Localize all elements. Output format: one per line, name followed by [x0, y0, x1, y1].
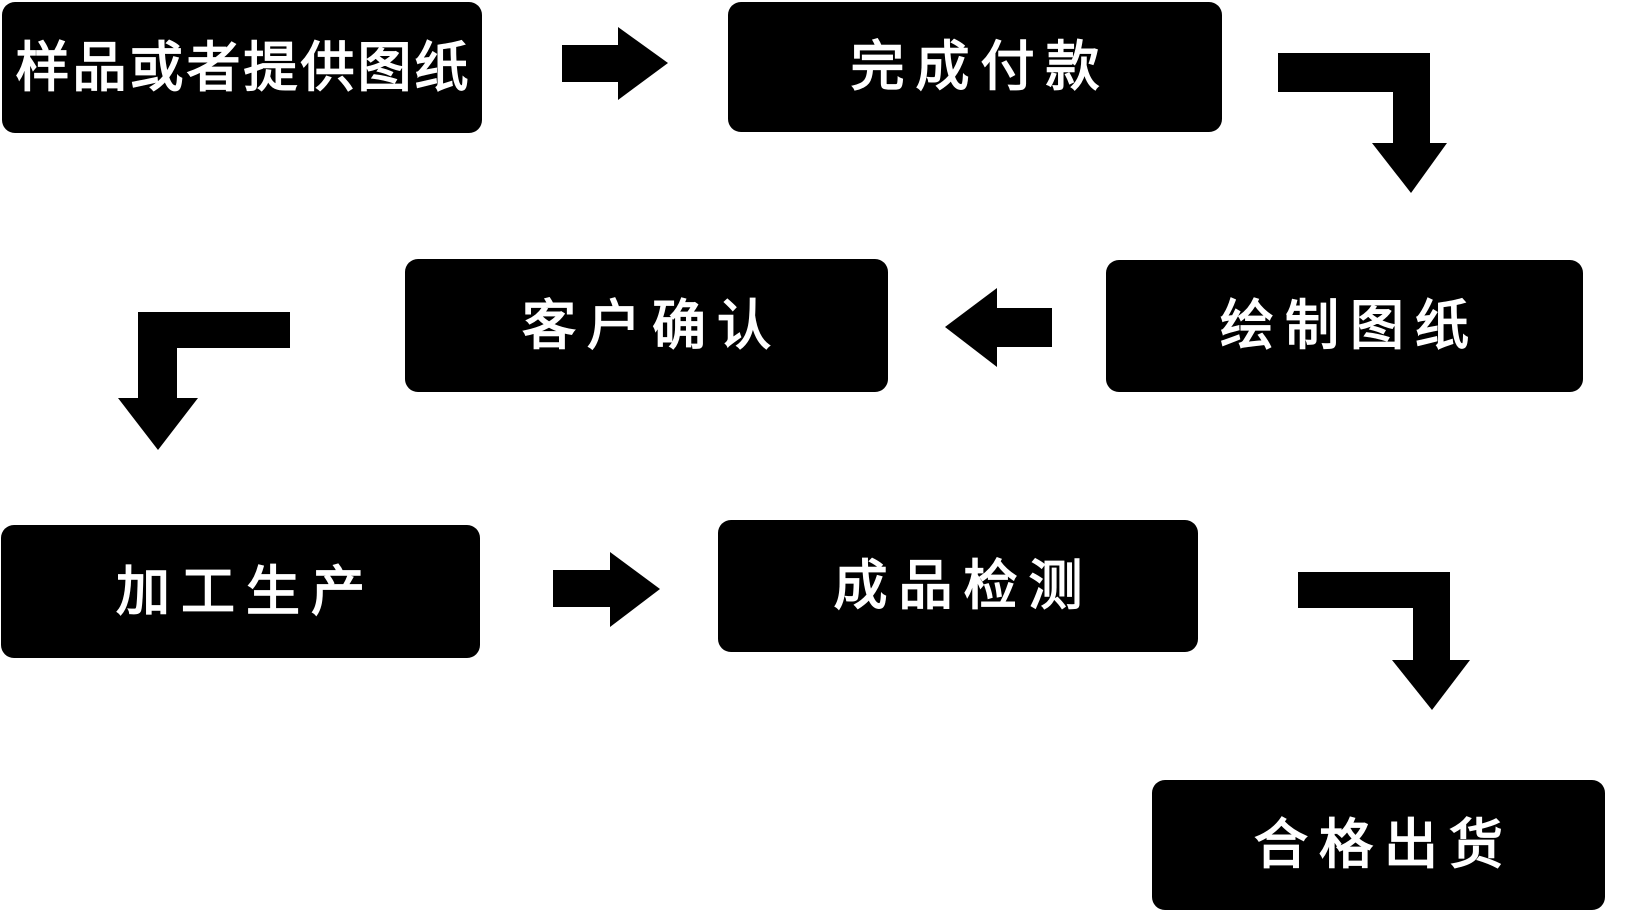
flow-node-label: 加工生产	[116, 561, 376, 622]
arrow-elbow-down-left-icon	[118, 312, 290, 450]
flow-node-label: 绘制图纸	[1220, 296, 1480, 356]
flow-node-label: 合格出货	[1254, 815, 1514, 875]
arrow-elbow-down-right-icon	[1278, 53, 1447, 193]
flow-node-label: 完成付款	[850, 37, 1111, 97]
flow-node-draw-drawing: 绘制图纸	[1106, 260, 1583, 392]
arrow-right-icon	[553, 552, 660, 627]
flow-node-label: 客户确认	[522, 295, 782, 356]
arrow-elbow-down-right-icon	[1298, 572, 1470, 710]
arrow-right-icon	[562, 27, 668, 100]
flow-node-production: 加工生产	[1, 525, 480, 658]
arrow-left-icon	[945, 288, 1052, 367]
flow-node-complete-payment: 完成付款	[728, 2, 1222, 132]
flow-node-label: 成品检测	[833, 556, 1094, 616]
flow-node-qualified-shipment: 合格出货	[1152, 780, 1605, 910]
flow-node-customer-confirm: 客户确认	[405, 259, 888, 392]
flow-node-label: 样品或者提供图纸	[15, 37, 472, 98]
flow-node-product-inspection: 成品检测	[718, 520, 1198, 652]
flow-node-sample-or-drawing: 样品或者提供图纸	[2, 2, 482, 133]
